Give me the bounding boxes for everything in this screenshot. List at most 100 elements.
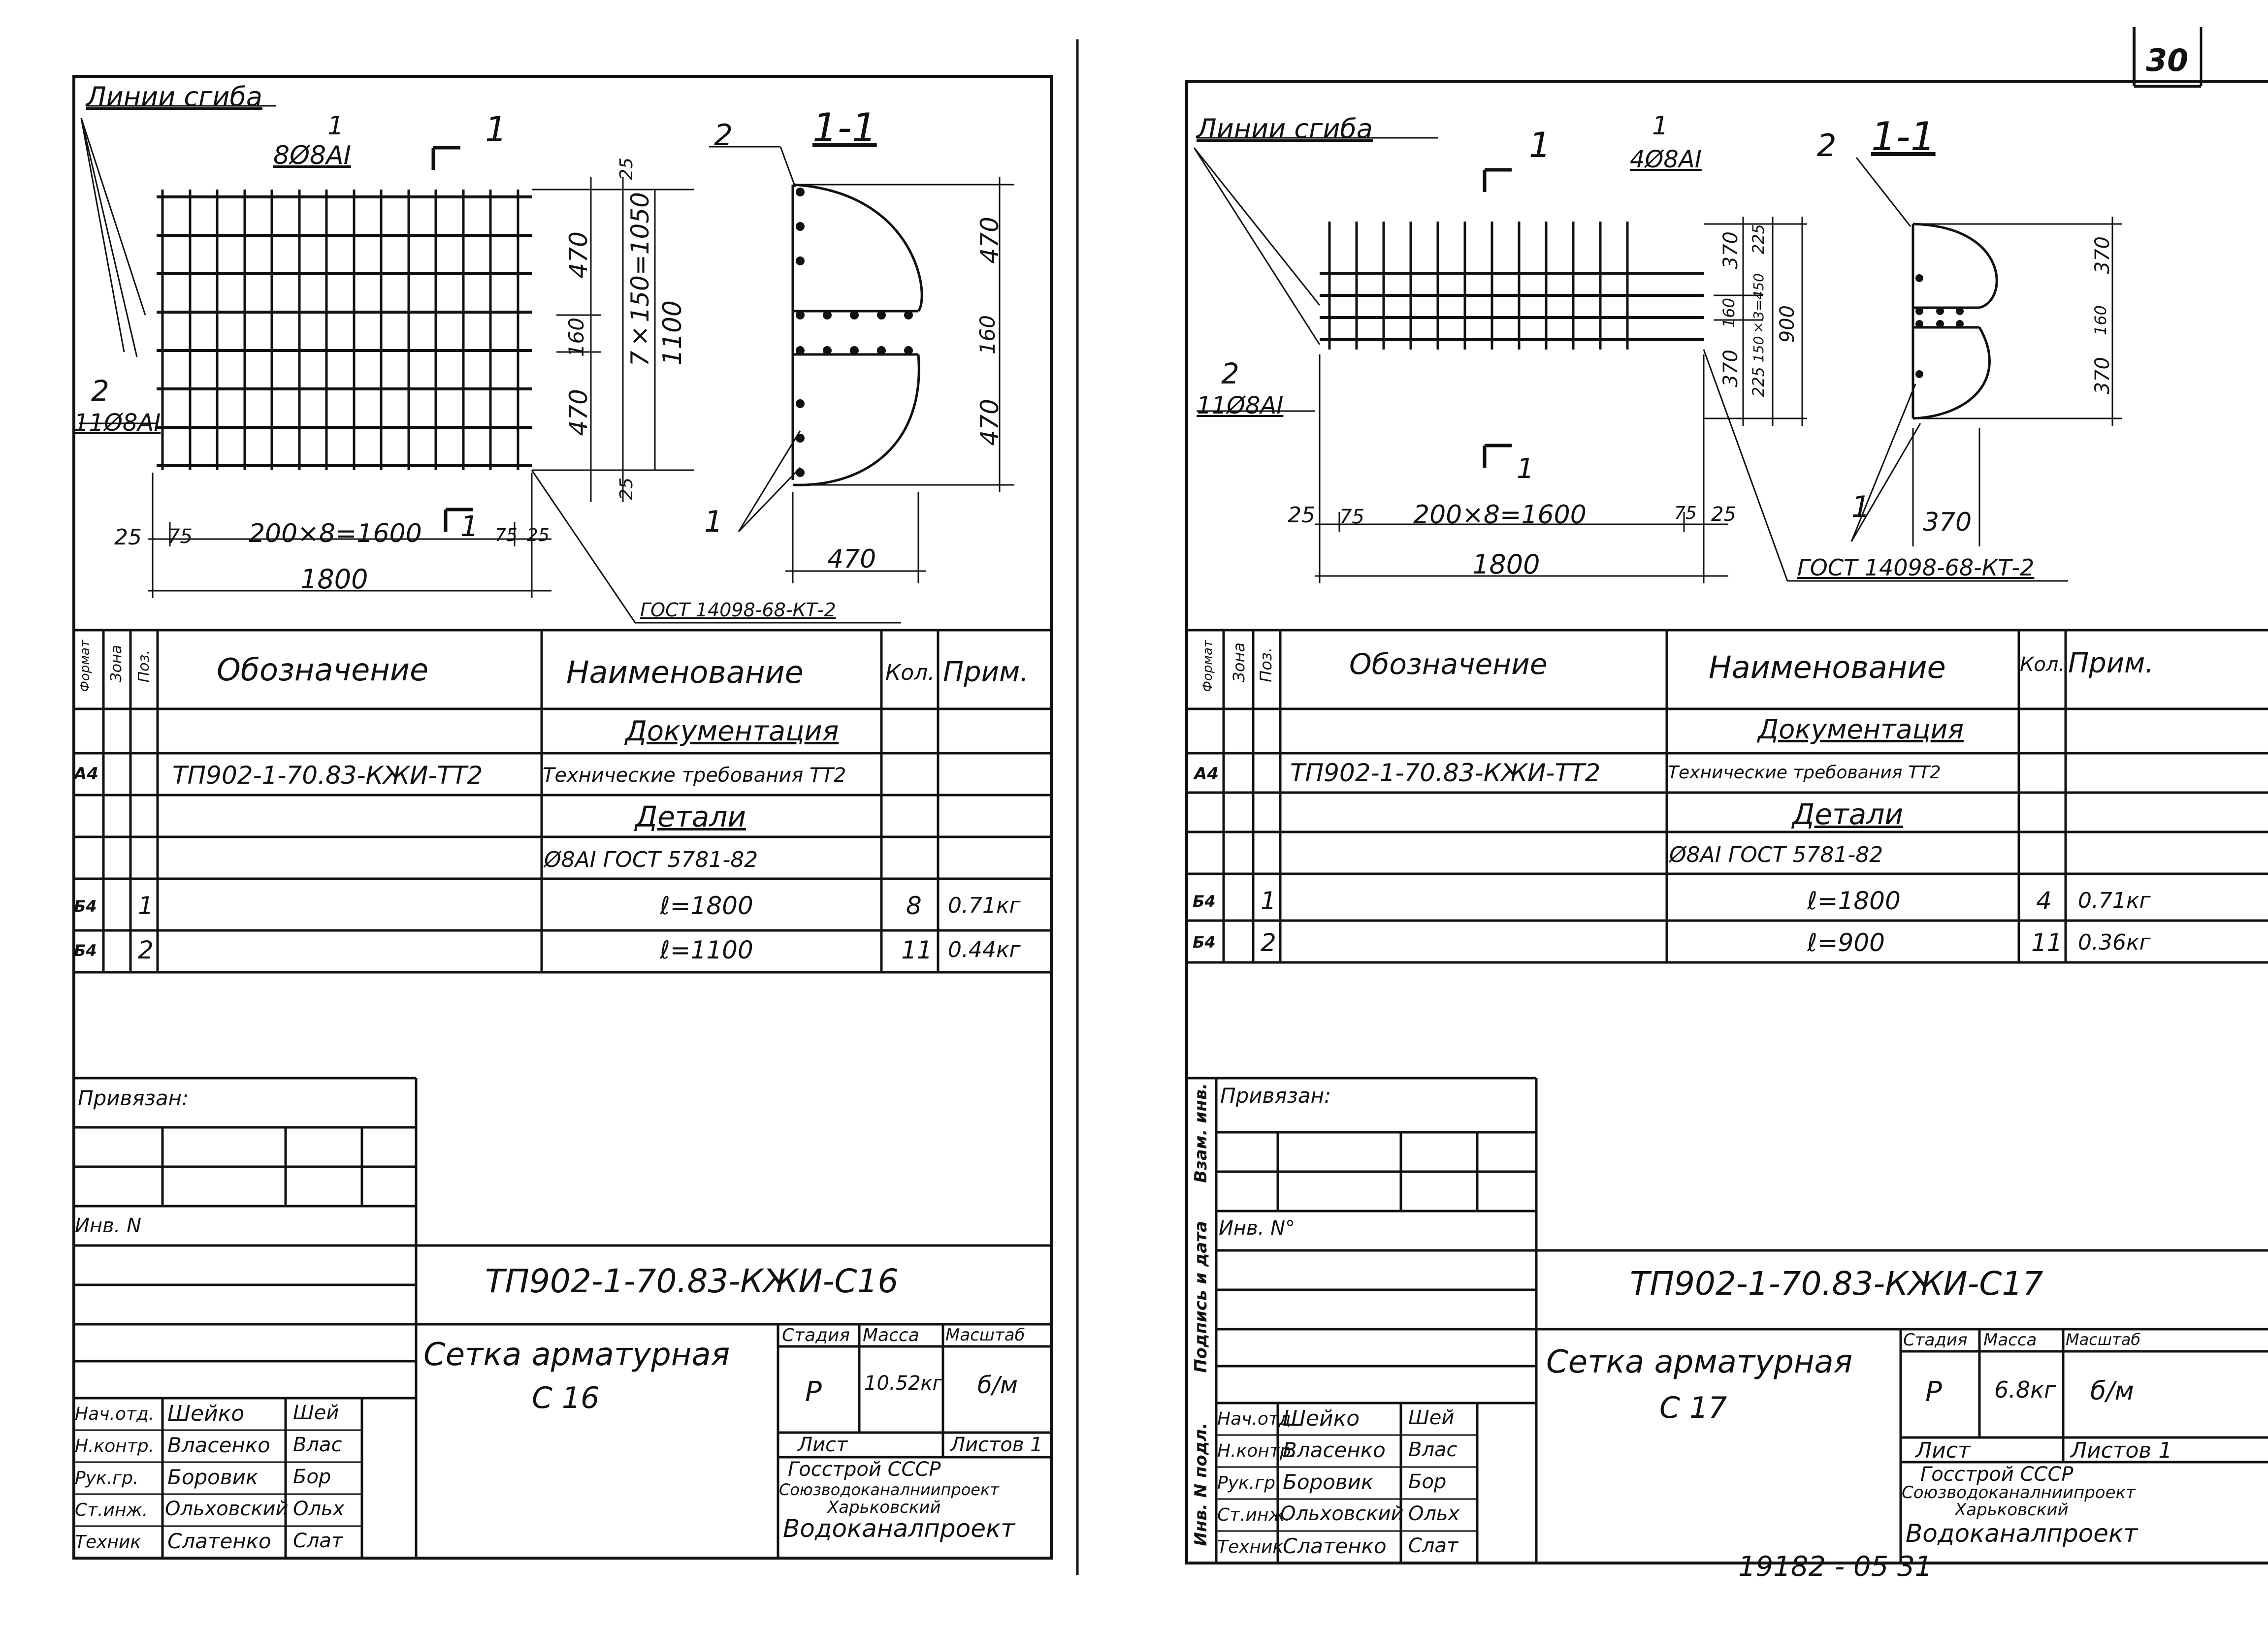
drawing-sheet-c17: Линии сгиба 1 1 4Ø8АI 2 11Ø8АI 1 25 75 2… xyxy=(1083,0,2268,1628)
dim-370-section-bottom: 370 xyxy=(2091,357,2114,395)
mass-head: Масса xyxy=(863,1325,919,1345)
dim-225-bottom: 225 xyxy=(1749,367,1768,397)
signer-name: Ольховский xyxy=(165,1498,289,1520)
scale-head: Масштаб xyxy=(2066,1330,2141,1349)
scale-value: б/м xyxy=(2090,1376,2134,1406)
table-row1-format: Б4 xyxy=(74,897,97,916)
margin-signature-date: Подпись и дата xyxy=(1191,1221,1211,1373)
table-head-zone: Зона xyxy=(1230,642,1248,682)
dim-25-top: 25 xyxy=(616,158,637,180)
dim-75-right: 75 xyxy=(1674,503,1697,523)
signer-name: Боровик xyxy=(1283,1470,1374,1494)
org-line-4: Водоканалпроект xyxy=(1906,1519,2138,1548)
mass-head: Масса xyxy=(1983,1330,2037,1350)
dim-section-width: 370 xyxy=(1923,508,1972,537)
section-pos2-callout: 2 xyxy=(1817,128,1837,163)
org-line-1: Госстрой СССР xyxy=(788,1458,941,1481)
table-section-details: Детали xyxy=(635,800,746,833)
signer-signature: Слат xyxy=(293,1530,343,1552)
margin-vzam-inv: Взам. инв. xyxy=(1191,1083,1211,1183)
drawing-sheet-c16: Линии сгиба 1 1 8Ø8АI 2 11Ø8АI 25 75 200… xyxy=(0,0,1083,1628)
section-mark-bottom: 1 xyxy=(460,510,479,543)
table-row2-pos: 2 xyxy=(138,936,154,964)
scale-value: б/м xyxy=(977,1372,1018,1399)
stage-value: Р xyxy=(805,1376,822,1408)
table-row2-format: Б4 xyxy=(1193,933,1216,952)
section-view-title: 1-1 xyxy=(812,105,877,151)
dim-470-section-top: 470 xyxy=(975,217,1004,264)
dim-bottom-spacing: 200×8=1600 xyxy=(249,519,422,548)
signer-name: Ольховский xyxy=(1280,1502,1404,1525)
signer-role: Н.контр. xyxy=(75,1436,155,1456)
pos1-bars-label: 4Ø8АI xyxy=(1630,146,1702,173)
signer-name: Боровик xyxy=(167,1465,259,1489)
drawing-title: Сетка арматурная xyxy=(1546,1344,1853,1380)
dim-75-left: 75 xyxy=(1339,506,1364,528)
dim-bottom-total: 1800 xyxy=(1472,549,1540,580)
section-view-title: 1-1 xyxy=(1871,114,1936,160)
table-row1-note: 0.71кг xyxy=(2078,888,2151,913)
table-doc-format: А4 xyxy=(74,764,98,784)
org-line-3: Харьковский xyxy=(1955,1500,2069,1520)
table-section-docs: Документация xyxy=(1758,714,1964,745)
table-doc-designation: ТП902-1-70.83-КЖИ-ТТ2 xyxy=(1290,759,1601,787)
sheet-label: Лист xyxy=(798,1434,848,1456)
table-head-qty: Кол. xyxy=(2020,653,2065,676)
sheets-count-label: Листов 1 xyxy=(2071,1438,2172,1463)
margin-inv-podl: Инв. N подл. xyxy=(1191,1423,1211,1546)
dim-total-vertical: 1100 xyxy=(658,300,687,366)
org-line-2: Союзводоканалниипроект xyxy=(779,1480,999,1499)
table-doc-name: Технические требования ТТ2 xyxy=(543,764,846,787)
org-line-3: Харьковский xyxy=(827,1498,941,1517)
table-row1-note: 0.71кг xyxy=(948,893,1021,918)
signer-role: Н.контр. xyxy=(1217,1441,1297,1461)
pos2-bars-label: 11Ø8АI xyxy=(1197,392,1284,419)
signer-role: Техник xyxy=(1217,1537,1284,1557)
stage-value: Р xyxy=(1925,1376,1942,1408)
dim-225-top: 225 xyxy=(1749,224,1768,255)
dim-section-width: 470 xyxy=(827,544,876,574)
signer-signature: Бор xyxy=(1408,1470,1447,1493)
sheets-count-label: Листов 1 xyxy=(950,1434,1043,1456)
table-row2-name: ℓ=900 xyxy=(1807,928,1885,957)
table-row2-note: 0.44кг xyxy=(948,937,1021,962)
sheet-linework xyxy=(1185,80,2268,1564)
table-material: Ø8АI ГОСТ 5781-82 xyxy=(544,847,758,872)
stage-head: Стадия xyxy=(1903,1330,1968,1350)
dim-160-section: 160 xyxy=(2091,305,2110,336)
table-row1-pos: 1 xyxy=(138,892,154,920)
section-mark-bottom: 1 xyxy=(1517,453,1534,485)
section-pos2-callout: 2 xyxy=(714,118,733,153)
gost-reference: ГОСТ 14098-68-КТ-2 xyxy=(640,599,836,621)
pos2-callout: 2 xyxy=(1221,357,1239,390)
pos1-bars-label: 8Ø8АI xyxy=(273,141,352,170)
signer-role: Нач.отд. xyxy=(1217,1409,1297,1429)
table-doc-format: А4 xyxy=(1194,764,1219,784)
table-row2-pos: 2 xyxy=(1261,928,1276,957)
table-row2-qty: 11 xyxy=(2031,928,2063,957)
table-doc-name: Технические требования ТТ2 xyxy=(1668,763,1941,783)
signer-role: Техник xyxy=(75,1532,141,1552)
dim-470-top: 470 xyxy=(564,231,593,279)
signer-role: Рук.гр. xyxy=(75,1468,139,1488)
table-row1-pos: 1 xyxy=(1261,887,1276,915)
signer-role: Рук.гр. xyxy=(1217,1473,1281,1493)
sheet-label: Лист xyxy=(1915,1438,1971,1463)
signer-signature: Влас xyxy=(293,1434,342,1456)
privyazan-label: Привязан: xyxy=(1220,1084,1331,1108)
privyazan-label: Привязан: xyxy=(78,1086,189,1110)
section-label-right: 1 xyxy=(485,109,507,150)
table-head-format: Формат xyxy=(78,640,93,692)
bend-lines-label: Линии сгиба xyxy=(1197,113,1373,144)
mass-value: 10.52кг xyxy=(864,1372,943,1395)
signer-signature: Ольх xyxy=(1408,1502,1460,1525)
dim-25-left: 25 xyxy=(114,525,142,550)
inv-no-label: Инв. N xyxy=(75,1214,141,1237)
table-head-pos: Поз. xyxy=(1257,647,1275,682)
dim-75-left: 75 xyxy=(167,525,193,548)
signer-name: Слатенко xyxy=(167,1529,271,1553)
table-row1-name: ℓ=1800 xyxy=(1807,887,1901,915)
dim-spacing-vertical: 150×3=450 xyxy=(1750,273,1767,363)
table-row2-note: 0.36кг xyxy=(2078,930,2151,955)
signer-signature: Бор xyxy=(293,1466,331,1488)
